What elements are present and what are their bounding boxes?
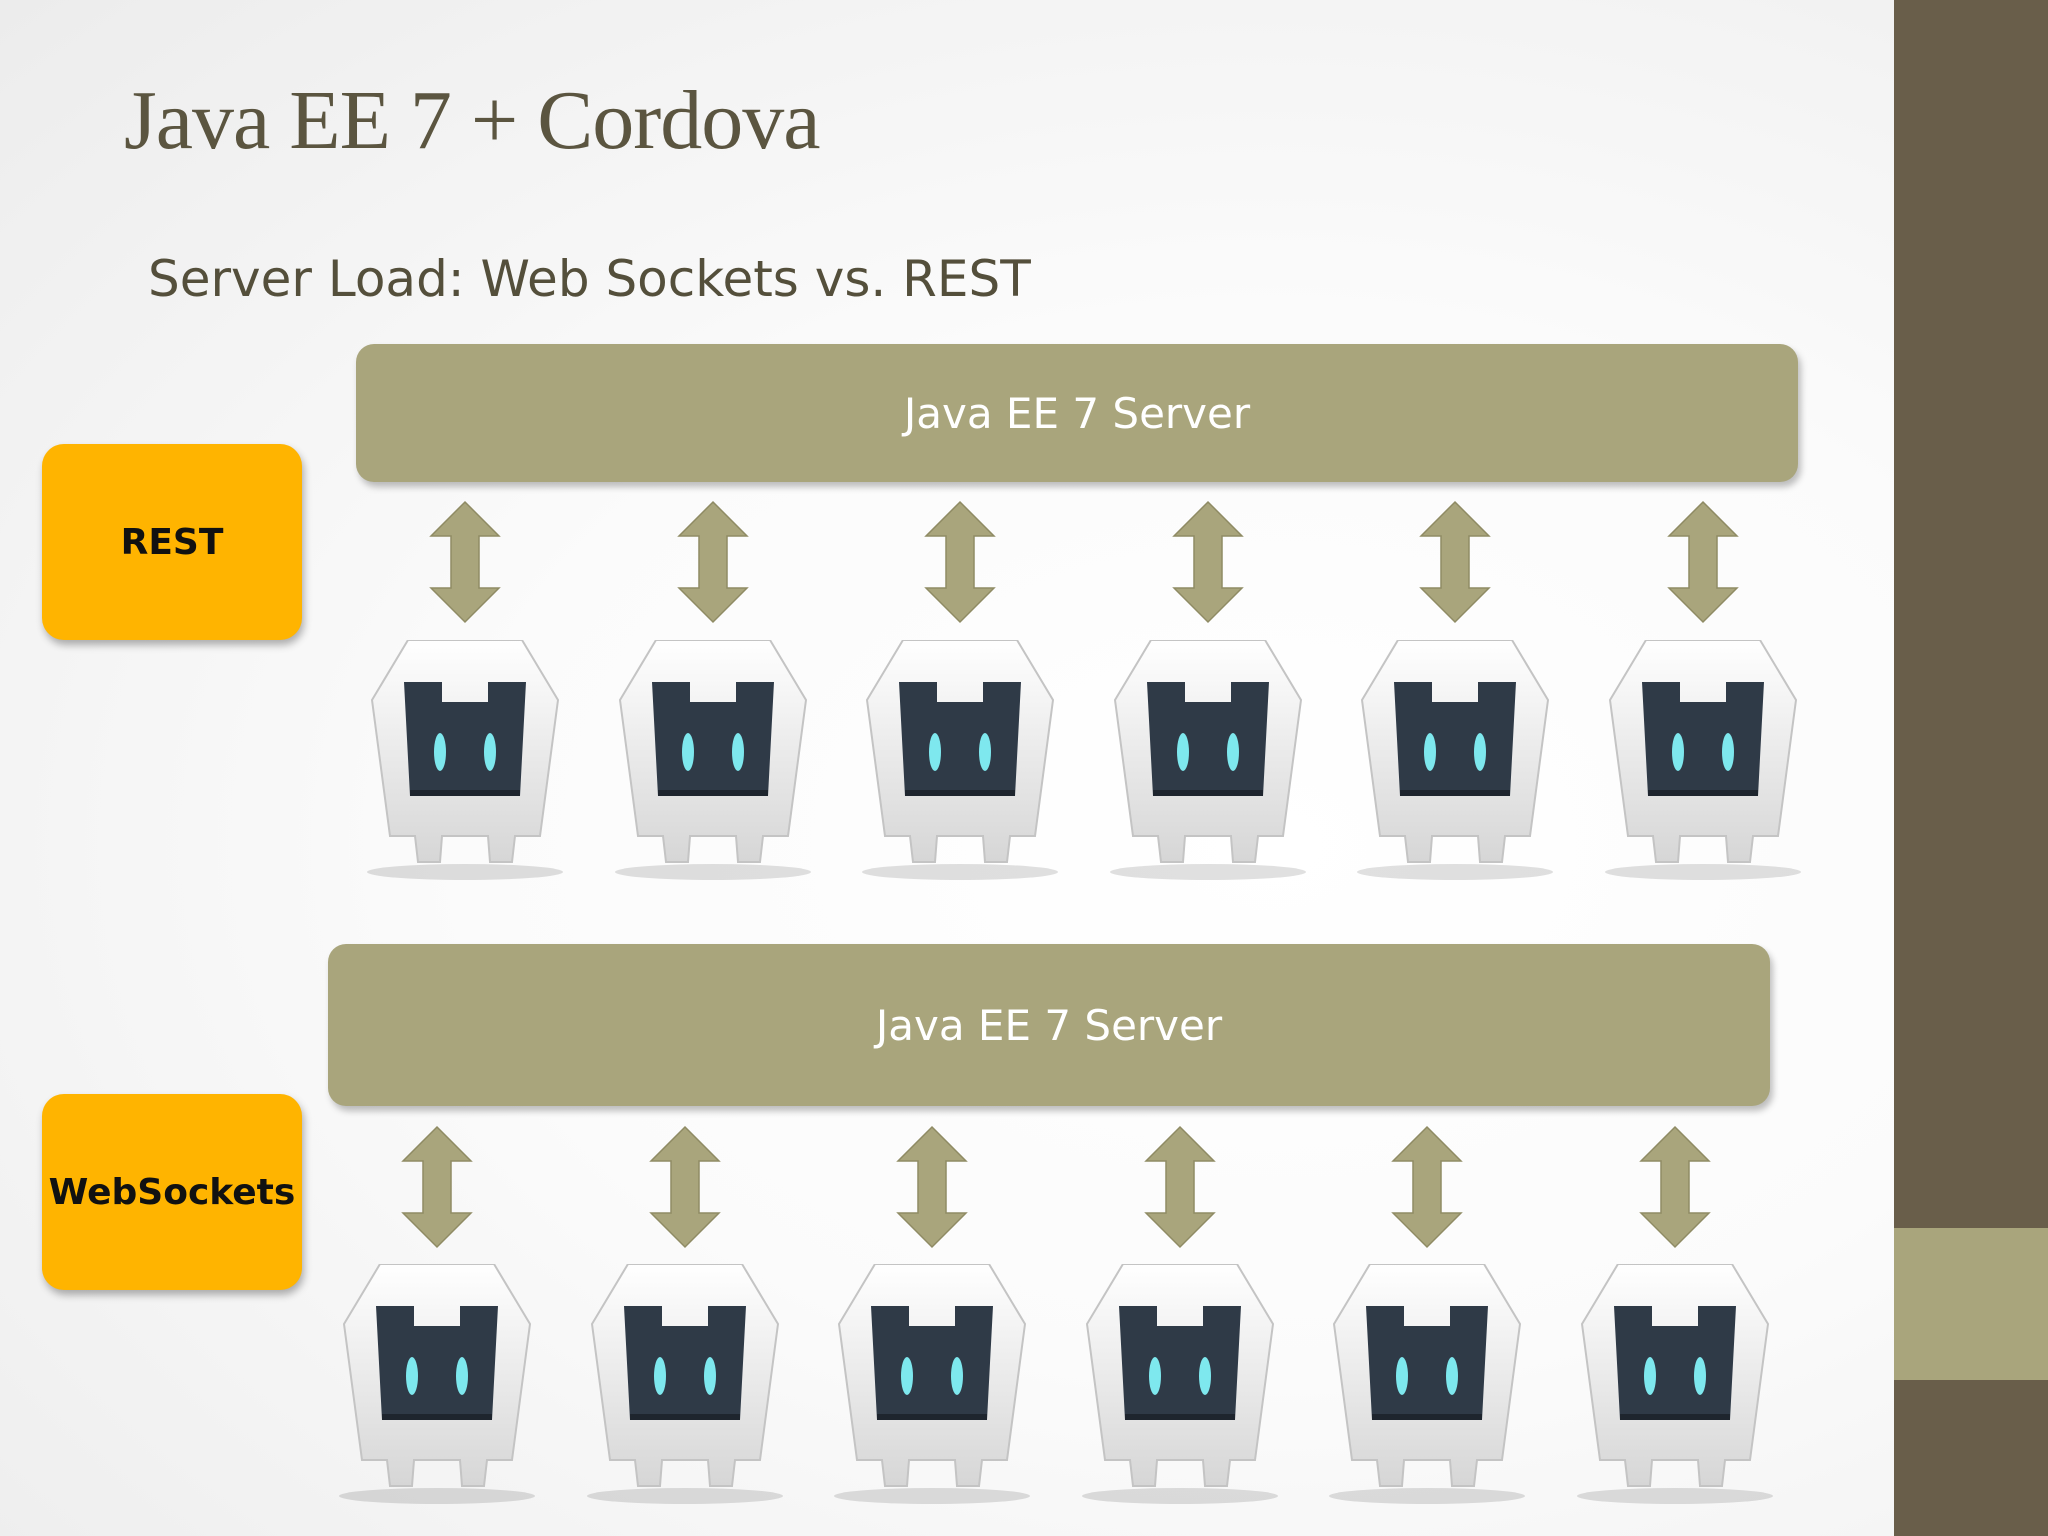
cordova-robot-icon [1312, 1263, 1542, 1504]
cordova-robot-icon [1560, 1263, 1790, 1504]
bidirectional-arrow-icon [920, 500, 1000, 624]
bidirectional-arrow-icon [425, 500, 505, 624]
slide-subtitle: Server Load: Web Sockets vs. REST [148, 250, 1031, 308]
bidirectional-arrow-icon [1168, 500, 1248, 624]
rest-protocol-label: REST [42, 444, 302, 640]
cordova-robot-icon [598, 639, 828, 880]
bidirectional-arrow-icon [892, 1125, 972, 1249]
cordova-robot-icon [817, 1263, 1047, 1504]
websockets-protocol-label: WebSockets [42, 1094, 302, 1290]
bidirectional-arrow-icon [673, 500, 753, 624]
cordova-robot-icon [845, 639, 1075, 880]
cordova-robot-icon [570, 1263, 800, 1504]
bidirectional-arrow-icon [1635, 1125, 1715, 1249]
rest-server-box: Java EE 7 Server [356, 344, 1798, 482]
cordova-robot-icon [322, 1263, 552, 1504]
cordova-robot-icon [1065, 1263, 1295, 1504]
cordova-robot-icon [1093, 639, 1323, 880]
cordova-robot-icon [350, 639, 580, 880]
slide-title: Java EE 7 + Cordova [124, 74, 821, 167]
server-label: Java EE 7 Server [903, 388, 1251, 438]
cordova-robot-icon [1340, 639, 1570, 880]
bidirectional-arrow-icon [1415, 500, 1495, 624]
bidirectional-arrow-icon [1140, 1125, 1220, 1249]
protocol-label-text: REST [120, 521, 224, 563]
bidirectional-arrow-icon [1387, 1125, 1467, 1249]
bidirectional-arrow-icon [1663, 500, 1743, 624]
protocol-label-text: WebSockets [48, 1171, 296, 1213]
server-label: Java EE 7 Server [875, 1000, 1223, 1050]
cordova-robot-icon [1588, 639, 1818, 880]
bidirectional-arrow-icon [645, 1125, 725, 1249]
websockets-server-box: Java EE 7 Server [328, 944, 1770, 1106]
bidirectional-arrow-icon [397, 1125, 477, 1249]
accent-band [1894, 1228, 2048, 1380]
